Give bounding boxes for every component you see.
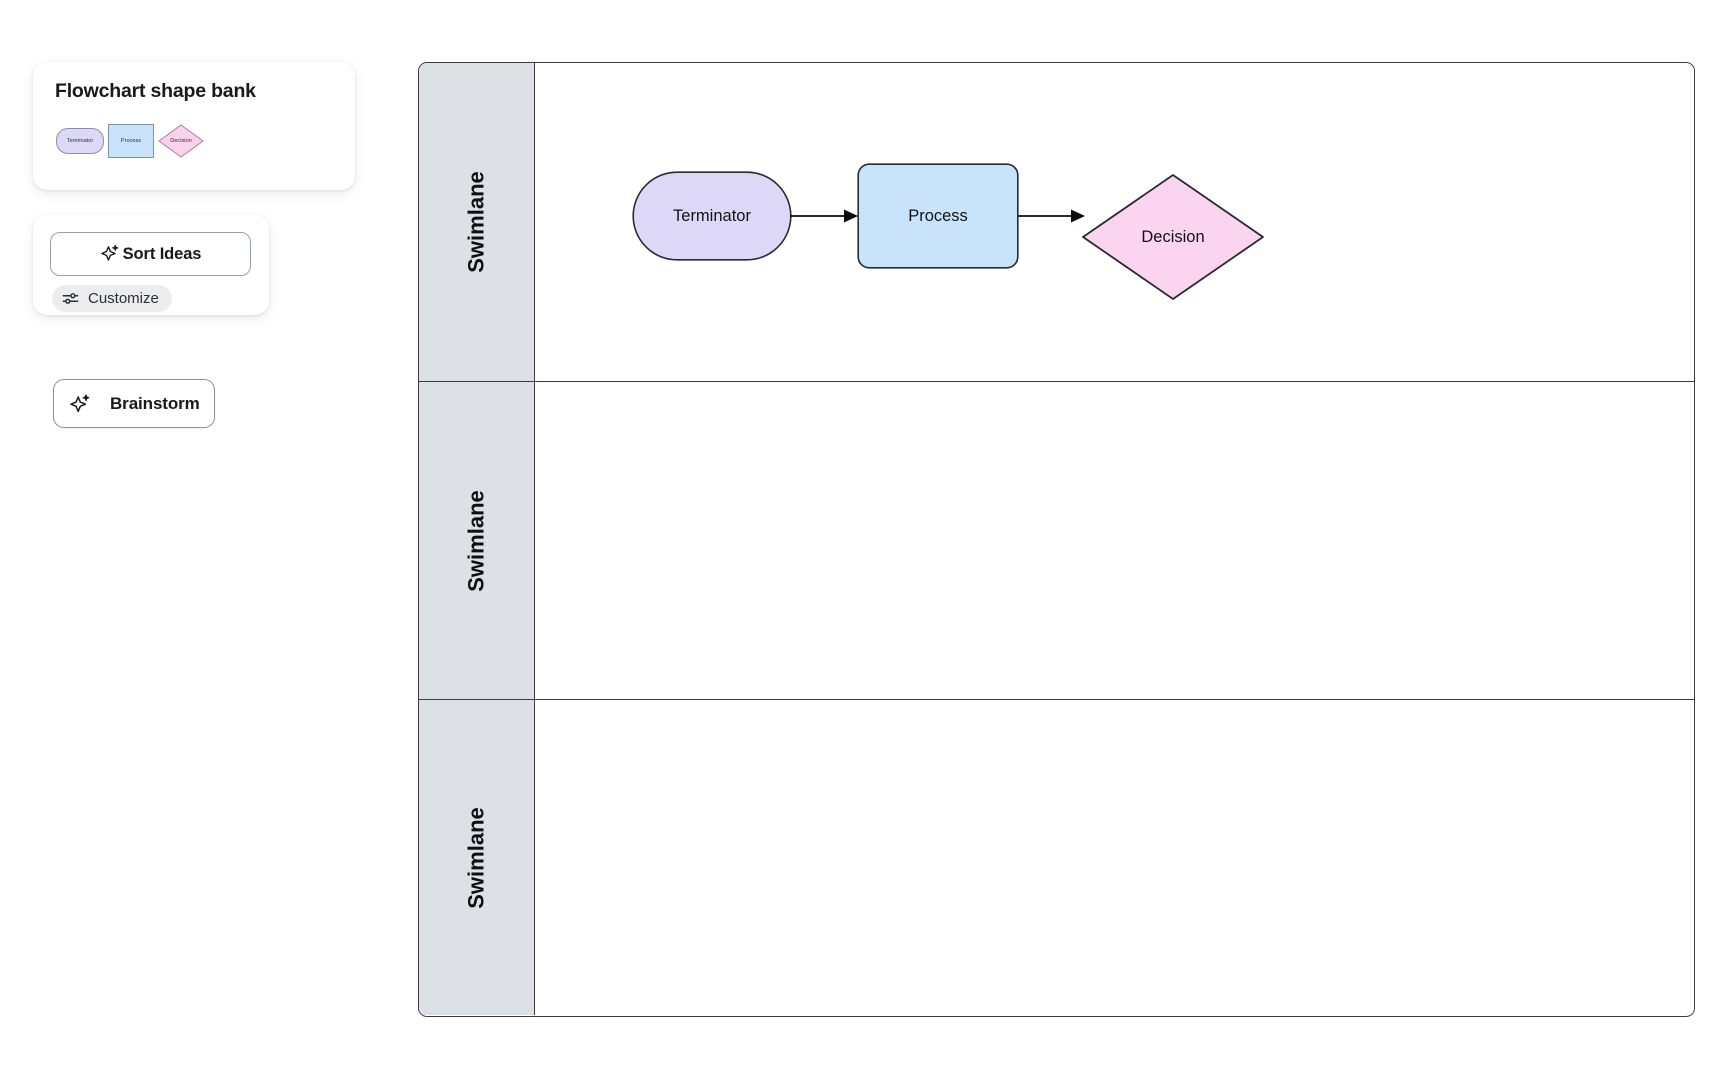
swimlane-row-3[interactable]: Swimlane [419,699,1694,1015]
customize-label: Customize [88,290,159,307]
shape-bank-shape-list: Terminator Process Decision [56,124,204,158]
flow-connector-process-to-decision[interactable] [1018,194,1085,238]
flowchart-layer: Terminator Process [535,63,1694,381]
mini-terminator-shape [56,128,104,154]
swimlane-body-2[interactable] [535,382,1694,699]
swimlane-label-1: Swimlane [463,171,489,273]
flow-node-terminator[interactable] [632,171,792,261]
sort-ideas-panel: Sort Ideas Customize [33,215,269,315]
flow-node-decision[interactable] [1081,173,1265,301]
sort-ideas-button[interactable]: Sort Ideas [50,232,251,276]
flow-connector-terminator-to-process[interactable] [790,194,858,238]
brainstorm-button[interactable]: Brainstorm [53,379,215,428]
customize-button[interactable]: Customize [52,285,172,312]
sparkle-icon [70,393,90,412]
brainstorm-label: Brainstorm [110,393,200,413]
swimlane-label-3: Swimlane [463,806,489,909]
flowchart-shape-bank-panel: Flowchart shape bank Terminator Process … [33,62,355,190]
swimlane-row-1[interactable]: Swimlane Terminator [419,63,1694,381]
shape-bank-item-process[interactable]: Process [108,124,154,158]
sliders-icon [62,293,79,304]
sparkle-icon [100,244,119,261]
shape-bank-item-terminator[interactable]: Terminator [56,128,104,154]
shape-bank-item-decision[interactable]: Decision [158,124,204,158]
swimlane-body-3[interactable] [535,700,1694,1015]
swimlane-header-2[interactable]: Swimlane [419,382,535,699]
swimlane-header-1[interactable]: Swimlane [419,63,535,381]
swimlane-body-1[interactable]: Terminator Process [535,63,1694,381]
sort-ideas-label: Sort Ideas [122,244,202,263]
swimlane-diagram[interactable]: Swimlane Terminator [418,62,1695,1017]
shape-bank-title: Flowchart shape bank [55,80,256,102]
swimlane-header-3[interactable]: Swimlane [419,700,535,1015]
swimlane-row-2[interactable]: Swimlane [419,381,1694,699]
swimlane-label-2: Swimlane [463,489,489,592]
mini-process-shape [108,124,154,158]
mini-decision-shape [158,124,204,158]
flow-node-process[interactable] [857,163,1019,269]
